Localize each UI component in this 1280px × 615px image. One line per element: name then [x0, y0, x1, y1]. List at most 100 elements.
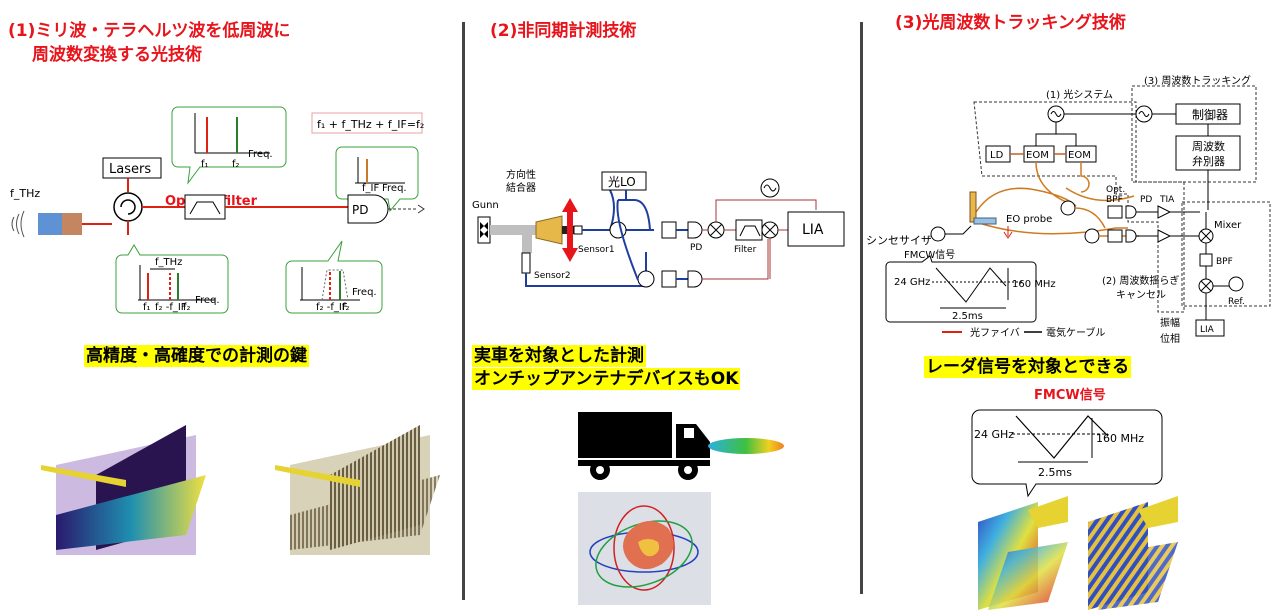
pd-icon: [347, 194, 389, 224]
fmcw-big-bubble: 24 GHz 160 MHz 2.5ms: [971, 409, 1163, 498]
eom-2-label: EOM: [1068, 150, 1091, 161]
bubble-lasers-spectrum: [171, 106, 287, 185]
sensor2-label: Sensor2: [534, 271, 571, 281]
lasers-box: [102, 157, 162, 179]
pd-label-3: PD: [1140, 195, 1152, 205]
f2-fif-label: f₂ -f_IF: [155, 302, 187, 313]
light-lo-box: [601, 171, 647, 191]
controller-label: 制御器: [1192, 107, 1228, 122]
fthz-label: f_THz: [10, 187, 40, 200]
circulator-2-icon: [637, 270, 655, 288]
synth-label: シンセサイザ: [866, 234, 932, 247]
pd-1-icon: [687, 221, 703, 239]
truck-cargo: [578, 412, 672, 458]
optical-system-label: (1) 光システム: [1046, 88, 1113, 101]
legend-fiber-label: 光ファイバ: [970, 326, 1020, 339]
bubble-filter-spectrum: [115, 244, 229, 314]
ref-label: Ref.: [1228, 297, 1245, 307]
bubble-pd-spectrum: [285, 240, 383, 314]
ld-label: LD: [990, 150, 1004, 161]
tracking-label: (3) 周波数トラッキング: [1144, 74, 1251, 87]
amp-label: 振幅: [1160, 316, 1180, 329]
equation-text: f₁ + f_THz + f_IF=f₂: [317, 118, 424, 131]
fmcw-signal-small-label: FMCW信号: [904, 249, 955, 261]
circ-a-icon: [1060, 200, 1076, 216]
panel3-simulation-images: [978, 496, 1178, 610]
panel2-highlight-2: オンチップアンテナデバイスもOK: [472, 368, 741, 390]
optical-filter-box: [184, 194, 226, 220]
simulation-image-2: [275, 425, 440, 555]
fif-label: f_IF: [362, 183, 379, 194]
phase-label: 位相: [1160, 332, 1180, 345]
coupler-waveguide: [490, 225, 536, 235]
sensor1-label: Sensor1: [578, 245, 615, 255]
freq-label-4: Freq.: [382, 183, 407, 194]
f1-bubble-label: f₁: [143, 302, 151, 313]
panel1-title-line2: 周波数変換する光技術: [32, 45, 202, 65]
fluct-label-1: (2) 周波数揺らぎ: [1102, 274, 1179, 287]
ref-osc-icon: [1228, 276, 1244, 292]
legend-cable-label: 電気ケーブル: [1046, 326, 1105, 339]
freq-160-small: 160 MHz: [1012, 279, 1056, 290]
f2-label: f₂: [232, 159, 240, 170]
eo-probe-label: EO probe: [1006, 214, 1052, 225]
fluct-label-2: キャンセル: [1116, 289, 1166, 301]
pd-2-icon: [687, 270, 703, 288]
fmcw-small-bubble: [885, 255, 1037, 323]
bpf-label: BPF: [1106, 195, 1123, 205]
freq-label-2: Freq.: [195, 295, 220, 306]
opt-label: Opt.: [1106, 185, 1125, 195]
panel1-highlight: 高精度・高確度での計測の鍵: [84, 345, 309, 367]
coupler-label-1: 方向性: [506, 168, 536, 181]
lia-3-box: [1195, 319, 1225, 337]
divider-2: [860, 22, 863, 594]
horn-antenna: [535, 215, 563, 245]
thz-source-blue: [38, 213, 62, 235]
freq-160-big: 160 MHz: [1096, 432, 1144, 445]
discriminator-box: [1175, 135, 1241, 171]
f2-label-3: f₂: [342, 302, 350, 313]
lia-box: [787, 211, 845, 247]
pd-label: PD: [690, 243, 702, 253]
coupler-label-2: 結合器: [506, 181, 536, 194]
panel2-title: (2)非同期計測技術: [490, 21, 637, 41]
eom-1-label: EOM: [1026, 150, 1049, 161]
tracking-box: [1131, 85, 1257, 183]
red-arrow-icon: [562, 198, 578, 262]
circulator-icon: [113, 192, 143, 222]
lia-label: LIA: [802, 222, 824, 238]
radar-beam: [708, 438, 784, 454]
light-lo-label: 光LO: [608, 175, 636, 189]
discriminator-label-2: 弁別器: [1192, 154, 1225, 168]
circ-b-icon: [1084, 228, 1100, 244]
gunn-label: Gunn: [472, 200, 499, 211]
filter-box: [735, 219, 763, 241]
fluct-box: [1181, 201, 1271, 307]
time-25-big: 2.5ms: [1038, 466, 1072, 479]
discriminator-label-1: 周波数: [1192, 140, 1225, 153]
circulator-1-icon: [609, 221, 627, 239]
panel3-diagram: (1) 光システム (3) 周波数トラッキング 制御器 周波数 弁別器 LD E…: [866, 74, 1271, 345]
freq-label: Freq.: [248, 149, 273, 160]
divider-1: [462, 22, 465, 600]
f2-fif-label-3: f₂ -f_IF: [316, 302, 348, 313]
panel1-diagram: f₁ + f_THz + f_IF=f₂ f₁ f₂ Freq. Lasers …: [10, 106, 425, 314]
freq-24-big: 24 GHz: [974, 428, 1014, 441]
lia-3-label: LIA: [1200, 325, 1215, 335]
panel2-highlight-1: 実車を対象とした計測: [472, 345, 646, 367]
f2-bubble-label: f₂: [183, 302, 191, 313]
panel3-highlight: レーダ信号を対象とできる: [924, 356, 1132, 378]
synth-icon: [930, 226, 946, 242]
freq-label-3: Freq.: [352, 287, 377, 298]
mixer-label: Mixer: [1214, 220, 1242, 231]
panel1-title-line1: (1)ミリ波・テラヘルツ波を低周波に: [8, 21, 291, 41]
thz-source-brown: [62, 213, 82, 235]
filter-label: Filter: [734, 245, 757, 255]
f1-label: f₁: [201, 159, 209, 170]
equation-box: [311, 112, 423, 134]
tia-label: TIA: [1159, 195, 1175, 205]
truck-image: [578, 412, 784, 480]
optical-fiber: [975, 161, 1135, 235]
fthz-bubble-label: f_THz: [155, 257, 182, 268]
panel2-diagram: Gunn 方向性 結合器 Sensor1 Sensor2 光LO PD Filt…: [472, 168, 845, 288]
